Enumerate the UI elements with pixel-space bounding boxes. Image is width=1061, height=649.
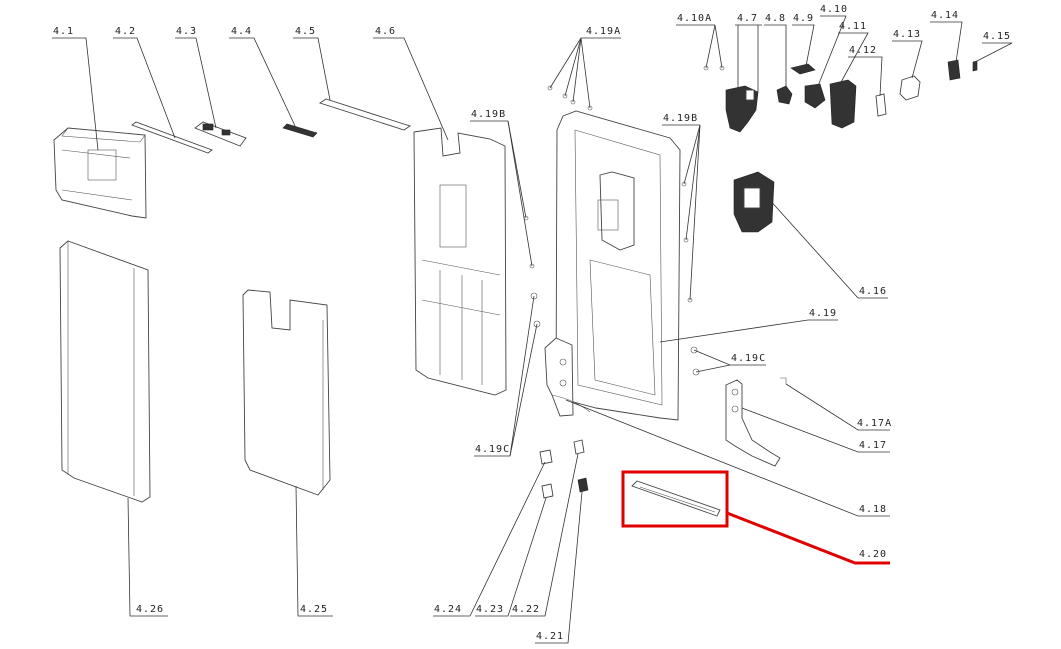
part-4-3-pcb [194,121,247,147]
highlight-box [621,470,729,528]
part-4-6-panel [413,127,507,396]
label-4-23: 4.23 [476,604,504,615]
label-4-11: 4.11 [839,21,867,32]
highlight-4-20 [621,470,890,565]
label-4-19C-right: 4.19C [731,353,766,364]
label-4-5: 4.5 [295,26,316,37]
label-4-8: 4.8 [765,13,786,24]
part-4-5-strip [318,98,412,131]
part-4-24-clip [539,449,553,465]
label-4-9: 4.9 [793,13,814,24]
part-4-17-hinge-right [725,379,781,467]
part-4-2-bar [131,121,213,154]
label-4-26: 4.26 [136,604,164,615]
part-4-13-part [899,75,921,101]
part-4-17a-pin [780,377,787,384]
label-4-14: 4.14 [931,10,959,21]
label-4-24: 4.24 [434,604,462,615]
label-4-13: 4.13 [893,29,921,40]
part-4-16-module [733,171,775,233]
label-4-21: 4.21 [536,631,564,642]
label-4-3: 4.3 [176,26,197,37]
part-4-18-hinge-left [544,337,591,417]
label-4-10A: 4.10A [677,13,712,24]
label-4-19C-left: 4.19C [475,444,510,455]
leader-lines [52,15,1013,644]
label-4-19: 4.19 [809,308,837,319]
part-4-26-outer-panel [59,240,151,503]
part-4-9-plate [790,63,816,75]
part-4-21-clip [577,477,589,493]
part-4-15-part [972,60,978,72]
label-4-12: 4.12 [849,45,877,56]
part-4-19c-screws [530,292,700,376]
part-4-22-clip [573,439,585,455]
label-4-22: 4.22 [512,604,540,615]
part-4-7-latch [725,85,759,133]
label-4-25: 4.25 [300,604,328,615]
part-4-10a-screws [703,65,725,71]
part-4-20-rail [631,480,721,517]
label-4-1: 4.1 [53,26,74,37]
part-4-19-inner-door [555,110,681,421]
label-4-19A: 4.19A [586,26,621,37]
label-4-4: 4.4 [231,26,252,37]
part-labels: 4.1 4.2 4.3 4.4 4.5 4.6 4.19A 4.10A 4.7 … [53,4,1011,642]
label-4-19B-left: 4.19B [471,109,506,120]
part-4-25-liner [242,289,331,496]
part-4-10-part [804,83,826,109]
label-4-6: 4.6 [375,26,396,37]
label-4-17: 4.17 [859,440,887,451]
part-4-8-clip [776,85,793,105]
part-4-1-control-housing [53,127,147,219]
label-4-10: 4.10 [820,4,848,15]
part-4-4-connector [282,123,318,138]
label-4-17A: 4.17A [857,418,892,429]
label-4-15: 4.15 [983,31,1011,42]
part-4-14-part [947,59,961,81]
part-4-23-clip [541,483,554,499]
part-4-12-part [875,93,887,117]
label-4-16: 4.16 [859,286,887,297]
label-4-2: 4.2 [115,26,136,37]
part-4-11-dispenser [829,79,857,129]
label-4-19B-right: 4.19B [663,113,698,124]
label-4-7: 4.7 [737,13,758,24]
part-4-19a-screws [547,85,593,111]
label-4-20: 4.20 [859,549,887,560]
highlight-leader [726,511,890,565]
label-4-18: 4.18 [859,504,887,515]
